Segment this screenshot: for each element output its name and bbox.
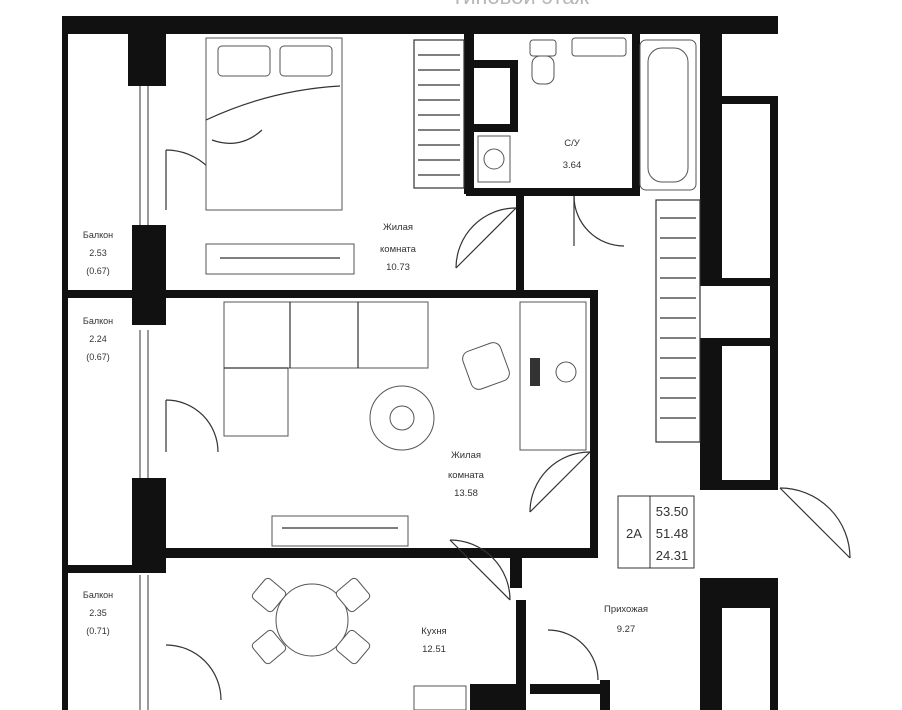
balcony-3-name: Балкон <box>83 590 113 600</box>
desk <box>519 301 587 451</box>
doors <box>165 149 851 701</box>
bathtub <box>639 39 697 191</box>
bed <box>205 37 343 211</box>
bedroom-area: 10.73 <box>386 262 410 273</box>
armchair <box>462 342 510 390</box>
balcony-2-label: Балкон 2.24 (0.67) <box>83 316 113 362</box>
dining-table <box>251 577 371 665</box>
bathroom-name: С/У <box>564 138 581 149</box>
hall-name: Прихожая <box>604 604 648 615</box>
balcony-3-area: 2.35 <box>89 608 107 618</box>
apartment-total-area: 53.50 <box>656 504 689 519</box>
sink <box>571 37 627 57</box>
kitchen-counter <box>413 685 467 710</box>
balcony-1-reduced: (0.67) <box>86 266 110 276</box>
balcony-2-name: Балкон <box>83 316 113 326</box>
kitchen-label: Кухня 12.51 <box>421 626 446 655</box>
living-label: Жилая комната 13.58 <box>448 450 485 499</box>
washing-machine <box>477 135 511 183</box>
hall-wardrobe <box>655 199 701 443</box>
kitchen-area: 12.51 <box>422 644 446 655</box>
bedroom-name: Жилая <box>383 222 413 233</box>
apartment-type: 2А <box>626 526 642 541</box>
bedroom-tv-unit <box>205 243 355 275</box>
hall-area: 9.27 <box>617 624 636 635</box>
apartment-area-no-balconies: 51.48 <box>656 526 689 541</box>
balcony-2-area: 2.24 <box>89 334 107 344</box>
bathroom-label: С/У 3.64 <box>563 138 582 171</box>
left-windows <box>139 86 149 710</box>
balcony-2-reduced: (0.67) <box>86 352 110 362</box>
coffee-table <box>369 385 435 451</box>
plan-heading: Типовой этаж <box>451 0 590 9</box>
apartment-living-area: 24.31 <box>656 548 689 563</box>
balcony-1-area: 2.53 <box>89 248 107 258</box>
balcony-3-reduced: (0.71) <box>86 626 110 636</box>
bedroom-label: Жилая комната 10.73 <box>380 222 417 273</box>
living-subname: комната <box>448 470 485 481</box>
balcony-1-name: Балкон <box>83 230 113 240</box>
walls <box>62 16 778 710</box>
kitchen-name: Кухня <box>421 626 446 637</box>
living-area: 13.58 <box>454 488 478 499</box>
bathroom-area: 3.64 <box>563 160 582 171</box>
bedroom-subname: комната <box>380 244 417 255</box>
balcony-1-label: Балкон 2.53 (0.67) <box>83 230 113 276</box>
sofa <box>223 301 429 437</box>
hall-label: Прихожая 9.27 <box>604 604 648 635</box>
toilet <box>529 39 557 85</box>
apartment-info-box: 2А 53.50 51.48 24.31 <box>617 495 695 569</box>
living-tv-unit <box>271 515 409 547</box>
balcony-3-label: Балкон 2.35 (0.71) <box>83 590 113 636</box>
living-name: Жилая <box>451 450 481 461</box>
bedroom-wardrobe <box>413 39 465 189</box>
